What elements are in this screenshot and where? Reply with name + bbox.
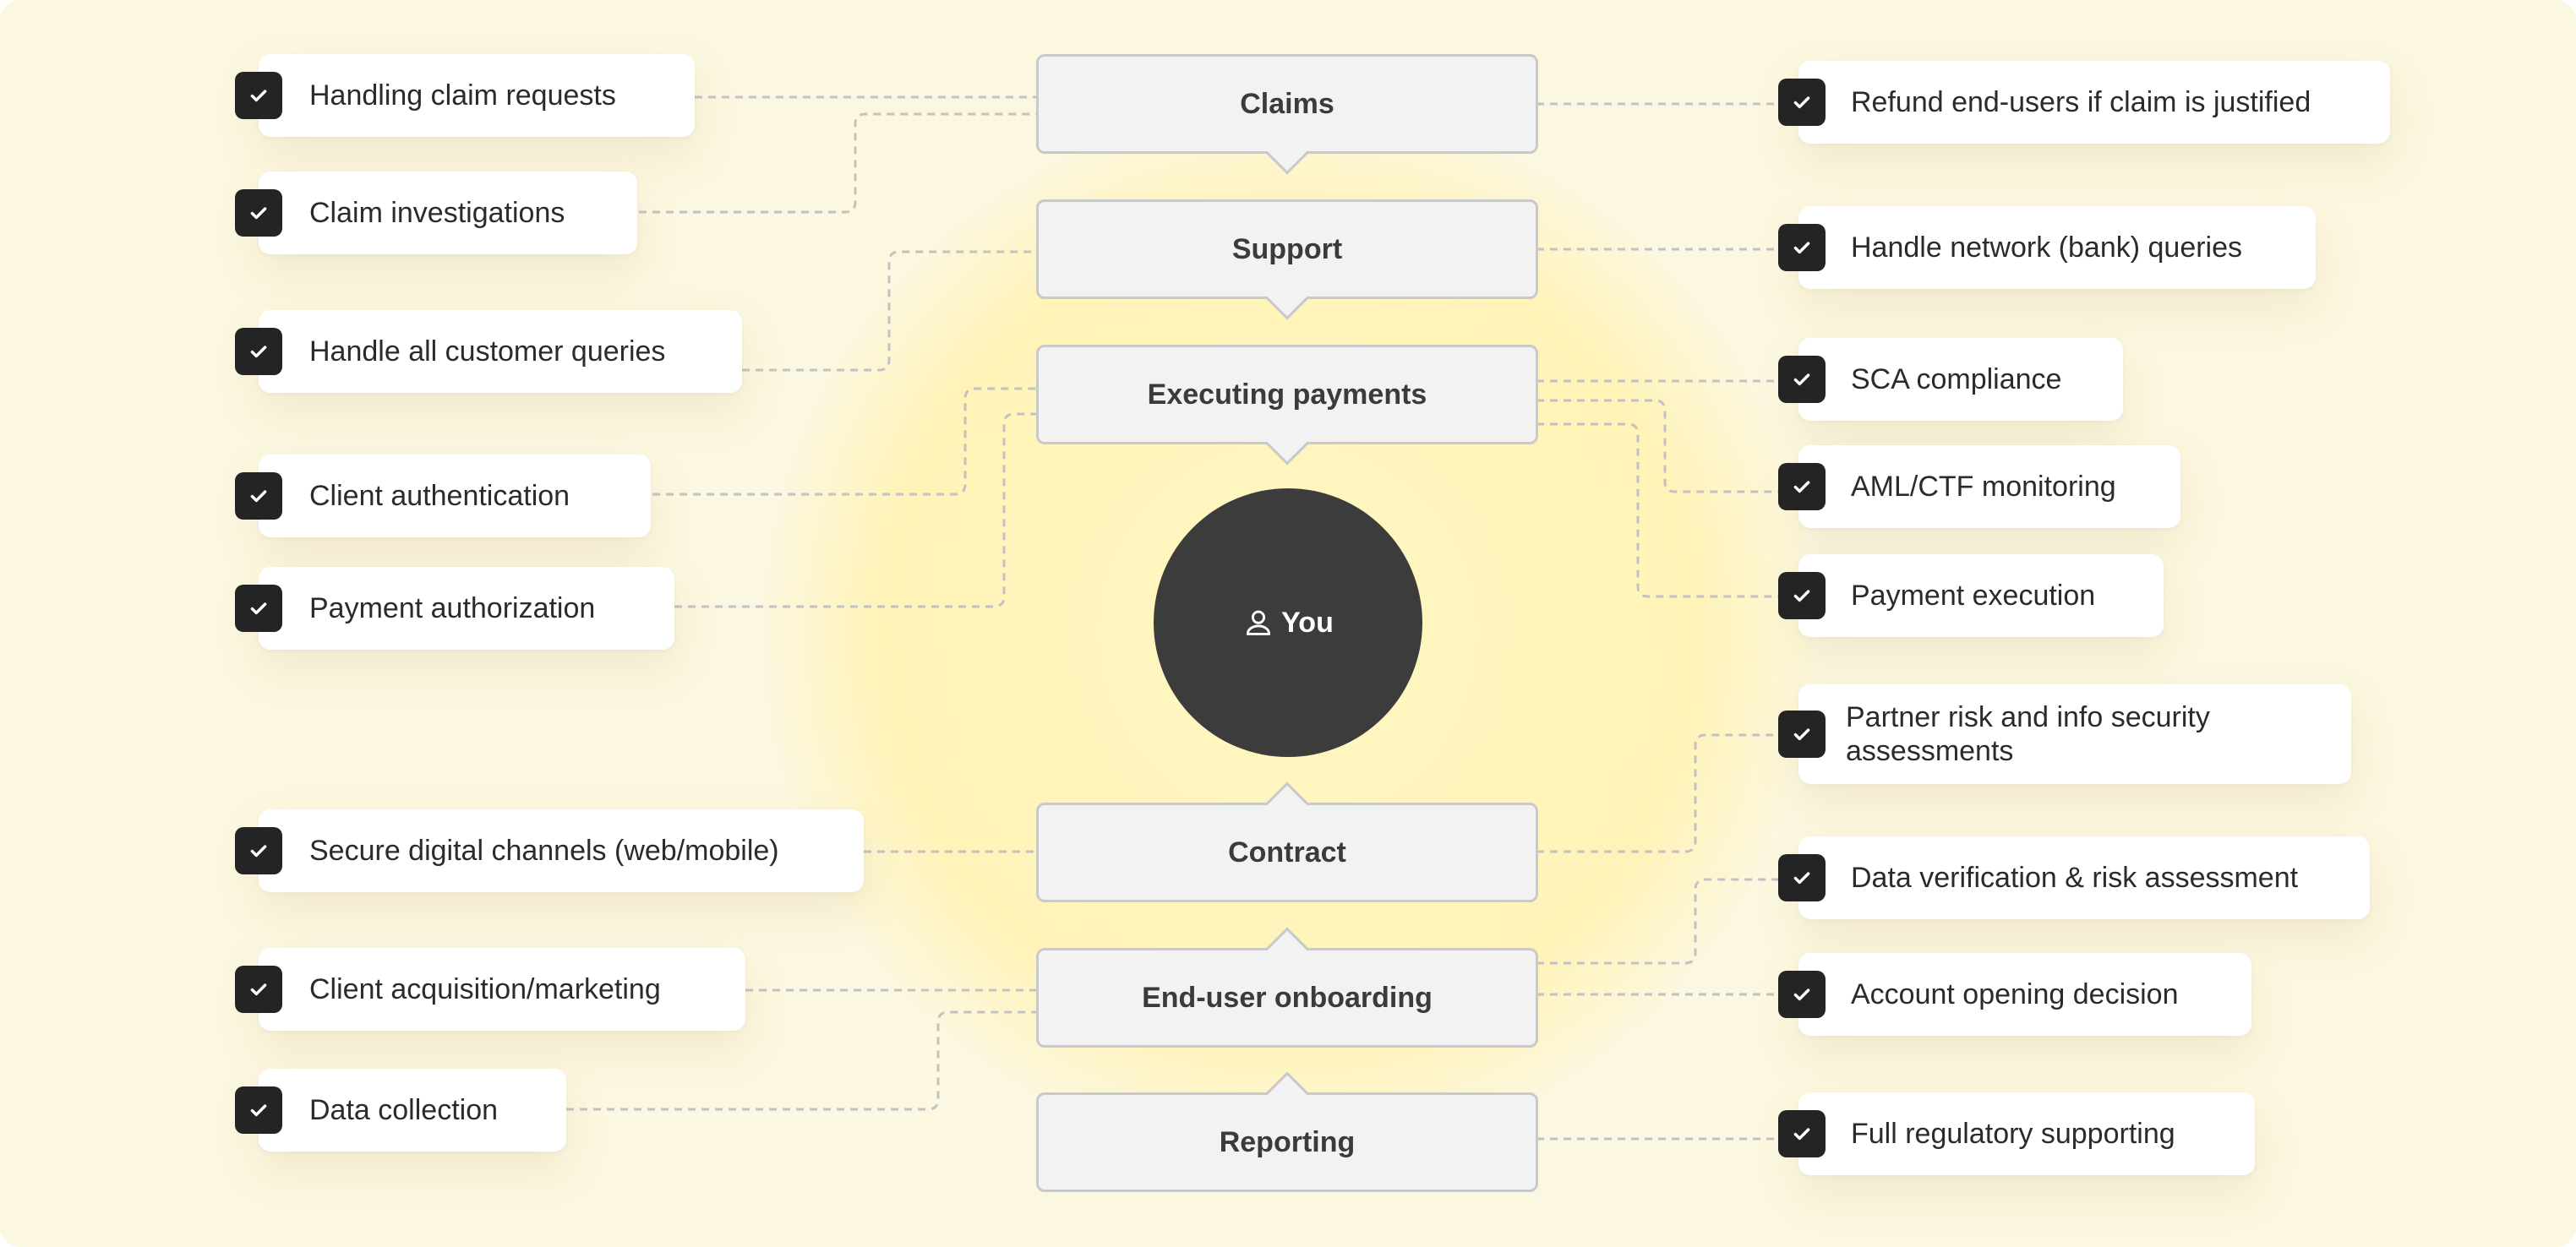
stage-claims: Claims bbox=[1036, 54, 1538, 175]
right-item-label: Payment execution bbox=[1851, 580, 2096, 612]
right-item-label: Account opening decision bbox=[1851, 978, 2179, 1010]
check-icon bbox=[235, 827, 282, 874]
left-item-handle-all-customer-queries: Handle all customer queries bbox=[235, 310, 742, 393]
connector-payment-authorization bbox=[674, 412, 1038, 608]
connector-claim-investigations bbox=[639, 112, 1038, 214]
left-item-label: Payment authorization bbox=[309, 592, 596, 624]
check-icon bbox=[1778, 572, 1826, 619]
check-icon bbox=[1778, 79, 1826, 126]
user-icon bbox=[1247, 610, 1271, 635]
stage-label: Reporting bbox=[1219, 1125, 1356, 1158]
check-icon bbox=[235, 72, 282, 119]
check-icon bbox=[1778, 1110, 1826, 1157]
stage-executing-payments: Executing payments bbox=[1036, 345, 1538, 466]
right-item-label: Full regulatory supporting bbox=[1851, 1118, 2175, 1150]
connector-aml-ctf-monitoring bbox=[1536, 399, 1778, 493]
right-item-label: SCA compliance bbox=[1851, 363, 2062, 395]
right-item-handle-network-queries: Handle network (bank) queries bbox=[1778, 206, 2316, 289]
left-item-client-acquisition: Client acquisition/marketing bbox=[235, 948, 745, 1031]
connector-partner-risk bbox=[1536, 733, 1778, 853]
check-icon bbox=[235, 189, 282, 237]
connector-data-verification bbox=[1536, 878, 1778, 965]
center-label: You bbox=[1281, 606, 1334, 639]
check-icon bbox=[235, 585, 282, 632]
right-item-label: Handle network (bank) queries bbox=[1851, 231, 2243, 264]
stage-contract: Contract bbox=[1036, 781, 1538, 902]
stage-label: Contract bbox=[1228, 836, 1346, 869]
stage-label: End-user onboarding bbox=[1142, 981, 1433, 1014]
left-item-label: Handling claim requests bbox=[309, 79, 616, 112]
connector-client-authentication bbox=[652, 387, 1038, 496]
center-you-node: You bbox=[1154, 488, 1422, 757]
left-item-label: Claim investigations bbox=[309, 197, 565, 229]
right-item-label: AML/CTF monitoring bbox=[1851, 471, 2116, 503]
right-item-sca-compliance: SCA compliance bbox=[1778, 338, 2123, 421]
check-icon bbox=[1778, 854, 1826, 901]
check-icon bbox=[235, 1086, 282, 1134]
right-item-payment-execution: Payment execution bbox=[1778, 554, 2164, 637]
right-item-partner-risk: Partner risk and info security assessmen… bbox=[1778, 684, 2351, 784]
right-item-full-regulatory: Full regulatory supporting bbox=[1778, 1092, 2255, 1175]
check-icon bbox=[1778, 356, 1826, 403]
stage-reporting: Reporting bbox=[1036, 1071, 1538, 1192]
left-item-handling-claim-requests: Handling claim requests bbox=[235, 54, 695, 137]
right-item-data-verification: Data verification & risk assessment bbox=[1778, 836, 2370, 919]
check-icon bbox=[235, 328, 282, 375]
stage-label: Executing payments bbox=[1147, 378, 1427, 411]
check-icon bbox=[1778, 463, 1826, 510]
left-item-label: Data collection bbox=[309, 1094, 499, 1126]
connector-payment-execution bbox=[1536, 422, 1778, 598]
left-item-claim-investigations: Claim investigations bbox=[235, 172, 637, 254]
left-item-data-collection: Data collection bbox=[235, 1069, 566, 1152]
stage-support: Support bbox=[1036, 199, 1538, 320]
right-item-label: Refund end-users if claim is justified bbox=[1851, 86, 2311, 118]
stage-label: Claims bbox=[1240, 87, 1334, 120]
check-icon bbox=[235, 966, 282, 1013]
check-icon bbox=[235, 472, 282, 520]
right-item-refund-end-users: Refund end-users if claim is justified bbox=[1778, 61, 2390, 144]
left-item-label: Handle all customer queries bbox=[309, 335, 666, 368]
right-item-label: Partner risk and info security assessmen… bbox=[1846, 701, 2210, 767]
right-item-label: Data verification & risk assessment bbox=[1851, 862, 2299, 894]
left-item-label: Client authentication bbox=[309, 480, 570, 512]
left-item-payment-authorization: Payment authorization bbox=[235, 567, 674, 650]
right-item-account-opening: Account opening decision bbox=[1778, 953, 2251, 1036]
left-item-label: Secure digital channels (web/mobile) bbox=[309, 835, 779, 867]
connector-data-collection bbox=[566, 1010, 1038, 1111]
stage-label: Support bbox=[1231, 232, 1343, 265]
stage-end-user-onboarding: End-user onboarding bbox=[1036, 927, 1538, 1048]
check-icon bbox=[1778, 971, 1826, 1018]
connector-handle-all-customer-queries bbox=[742, 250, 1038, 372]
check-icon bbox=[1778, 224, 1826, 271]
left-item-label: Client acquisition/marketing bbox=[309, 973, 661, 1005]
left-item-secure-digital-channels: Secure digital channels (web/mobile) bbox=[235, 809, 864, 892]
right-item-aml-ctf-monitoring: AML/CTF monitoring bbox=[1778, 445, 2180, 528]
check-icon bbox=[1778, 711, 1826, 758]
left-item-client-authentication: Client authentication bbox=[235, 455, 651, 537]
